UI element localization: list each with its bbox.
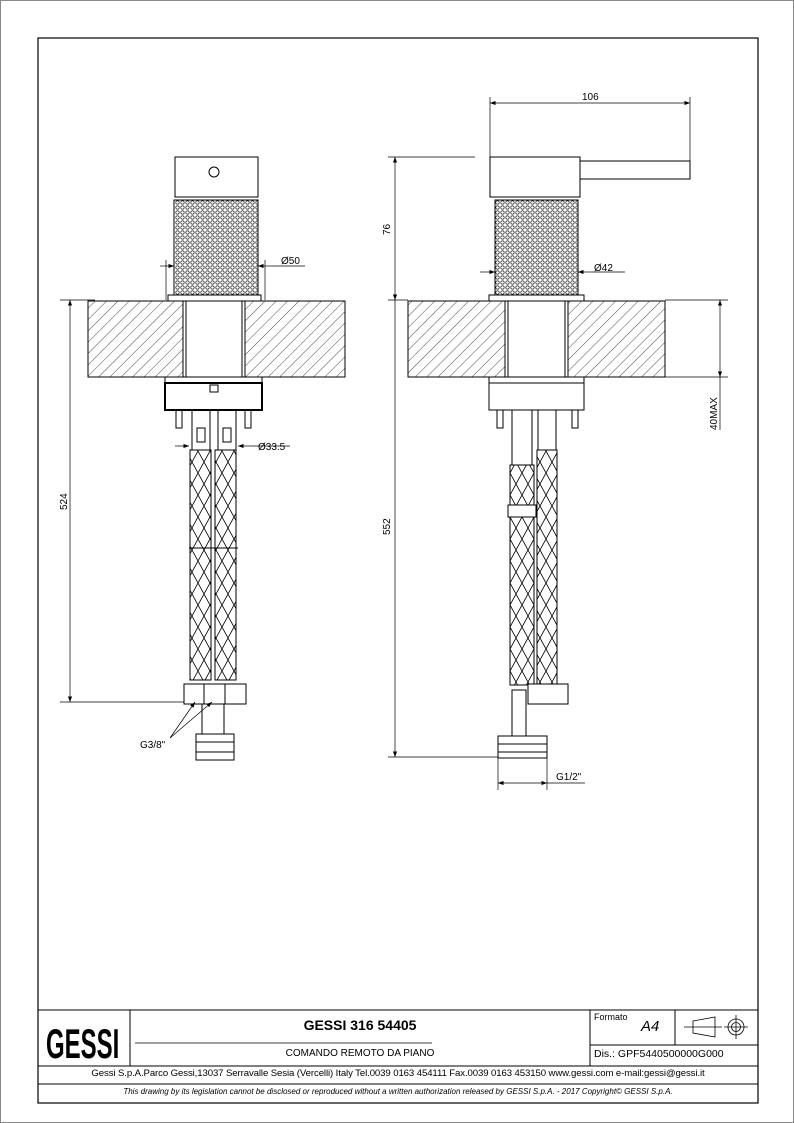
dim-diameter-42: Ø42 (594, 263, 613, 274)
dim-height-552: 552 (382, 518, 393, 535)
title-block-grid (38, 1009, 758, 1085)
cap (174, 156, 259, 198)
dim-width-106: 106 (582, 92, 599, 103)
countertop-section-left (87, 300, 184, 378)
dim-thread-g1-2: G1/2" (556, 772, 582, 783)
hose-left (509, 464, 535, 686)
flange (167, 294, 262, 302)
front-view-dimensions (60, 260, 305, 739)
copyright-disclaimer: This drawing by its legislation cannot b… (123, 1087, 673, 1096)
format-value: A4 (641, 1018, 660, 1035)
cap-hole-icon (208, 166, 220, 178)
product-code: GESSI 316 54405 (303, 1017, 417, 1033)
dim-diameter-33-5: Ø33.5 (258, 442, 286, 453)
countertop-section-left (407, 300, 506, 378)
fitting (497, 735, 548, 759)
lever-handle (579, 160, 691, 180)
cap (489, 156, 581, 198)
dim-thread-g3-8: G3/8" (140, 740, 166, 751)
drawing-frame (37, 37, 759, 1104)
hose-right (536, 449, 558, 686)
dim-height-524: 524 (59, 493, 70, 510)
company-address: Gessi S.p.A.Parco Gessi,13037 Serravalle… (91, 1068, 705, 1079)
dim-40max: 40MAX (709, 397, 720, 430)
drawing-number: Dis.: GPF5440500000G000 (594, 1048, 724, 1060)
format-label: Formato (594, 1012, 628, 1022)
projection-symbol-icon (684, 1015, 748, 1039)
countertop-section-right (567, 300, 666, 378)
dim-height-76: 76 (382, 223, 393, 235)
lower-nut (488, 382, 585, 411)
hose-left (189, 449, 212, 681)
svg-text:GESSI: GESSI (46, 1020, 119, 1067)
dim-diameter-50: Ø50 (281, 256, 300, 267)
product-description: COMANDO REMOTO DA PIANO (285, 1048, 435, 1059)
knurled-body (173, 199, 259, 296)
hose-nuts (183, 683, 247, 705)
fitting (195, 733, 235, 761)
side-view (407, 156, 691, 759)
side-view-dimensions (388, 97, 728, 790)
hose-nut (527, 683, 569, 705)
lower-nut (164, 382, 263, 411)
front-view (87, 156, 346, 761)
knurled-body (494, 199, 579, 296)
hose-right (214, 449, 237, 681)
countertop-section-right (244, 300, 346, 378)
gessi-logo: GESSI (46, 1020, 119, 1067)
